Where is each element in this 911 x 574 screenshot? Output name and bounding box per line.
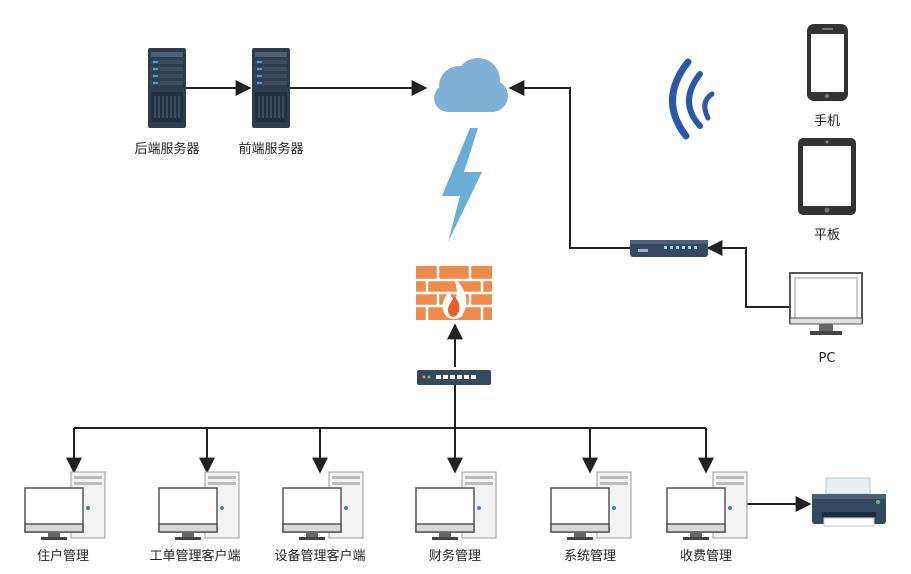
- client-computer-icon: [415, 471, 497, 541]
- switch-icon: [417, 370, 491, 385]
- edge-pc-to-router: [706, 240, 790, 308]
- client-computer-icon: [550, 471, 632, 541]
- client-label-resident: 住户管理: [36, 549, 90, 564]
- phone-label: 手机: [813, 114, 841, 129]
- client-label-billing: 收费管理: [679, 549, 733, 564]
- pc-label: PC: [818, 351, 836, 366]
- client-computer-icon: [158, 471, 240, 541]
- printer-icon: [812, 477, 886, 527]
- firewall-icon: [416, 266, 492, 320]
- client-computer-icon: [282, 471, 364, 541]
- client-computer-icon: [666, 471, 748, 541]
- frontend-server-icon: [251, 47, 291, 129]
- client-computer-icon: [24, 471, 106, 541]
- backend-server-icon: [147, 47, 187, 129]
- tablet-icon: [798, 138, 856, 215]
- client-label-system: 系统管理: [563, 549, 617, 564]
- client-label-device: 设备管理客户端: [274, 549, 366, 564]
- client-label-workorder: 工单管理客户端: [149, 549, 241, 564]
- backend-server-label: 后端服务器: [134, 142, 200, 157]
- wifi-signal-icon: [669, 58, 715, 140]
- pc-monitor-icon: [789, 272, 863, 335]
- router-icon: [630, 240, 708, 257]
- tablet-label: 平板: [813, 228, 841, 243]
- edge-router-to-cloud: [508, 80, 668, 249]
- cloud-icon: [434, 58, 508, 112]
- phone-icon: [807, 24, 848, 101]
- lightning-icon: [442, 128, 482, 242]
- client-label-finance: 财务管理: [428, 549, 482, 564]
- frontend-server-label: 前端服务器: [238, 142, 304, 157]
